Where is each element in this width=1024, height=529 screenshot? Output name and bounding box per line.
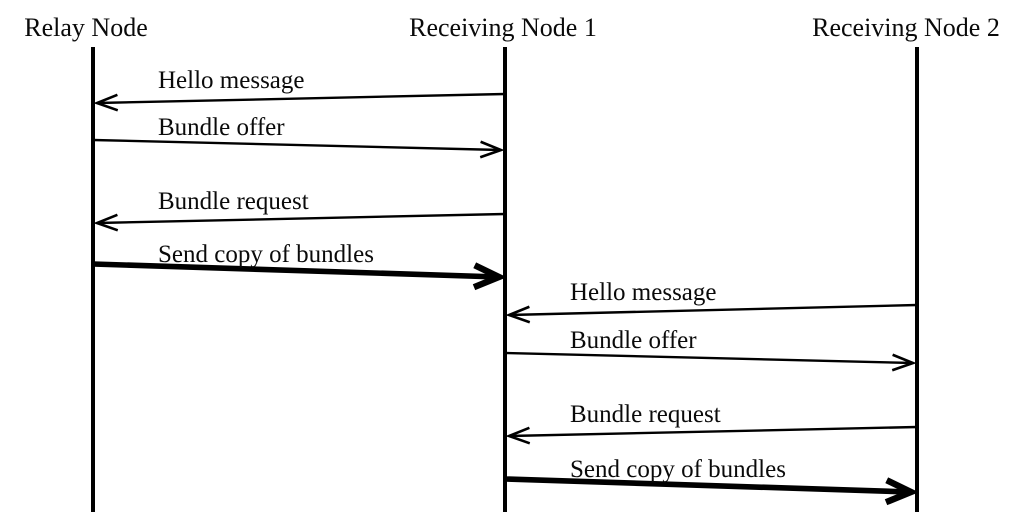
arrowhead-icon bbox=[505, 305, 531, 324]
message-line bbox=[96, 92, 506, 105]
message-line bbox=[92, 261, 500, 280]
message-label: Hello message bbox=[570, 279, 716, 306]
arrowhead-icon bbox=[93, 93, 119, 112]
arrowhead-icon bbox=[93, 213, 119, 232]
arrowhead-icon bbox=[479, 140, 505, 159]
arrowhead-icon bbox=[884, 477, 919, 506]
message-arrow-3 bbox=[92, 261, 507, 291]
lifeline-title-relay: Relay Node bbox=[24, 13, 147, 42]
message-label: Send copy of bundles bbox=[158, 241, 374, 268]
arrowhead-icon bbox=[472, 262, 507, 291]
lifeline-lines-group bbox=[91, 47, 919, 512]
lifeline-titles-group: Relay Node Receiving Node 1 Receiving Node… bbox=[24, 13, 1000, 42]
message-arrow-6 bbox=[505, 425, 918, 445]
message-label: Bundle offer bbox=[570, 327, 697, 354]
message-label: Bundle request bbox=[158, 188, 309, 215]
message-arrows-group bbox=[92, 92, 919, 506]
message-arrow-0 bbox=[93, 92, 506, 112]
message-arrow-5 bbox=[504, 351, 917, 372]
message-line bbox=[508, 425, 918, 438]
message-arrow-1 bbox=[92, 138, 505, 159]
message-label: Bundle request bbox=[570, 401, 721, 428]
lifeline-title-recv1: Receiving Node 1 bbox=[409, 13, 597, 42]
message-line bbox=[92, 138, 502, 152]
message-label: Bundle offer bbox=[158, 114, 285, 141]
arrowhead-icon bbox=[505, 426, 531, 445]
message-line bbox=[96, 212, 506, 225]
message-line bbox=[504, 476, 912, 495]
message-line bbox=[508, 303, 918, 317]
message-line bbox=[504, 351, 914, 365]
message-label: Hello message bbox=[158, 67, 304, 94]
message-arrow-7 bbox=[504, 476, 919, 506]
message-arrow-4 bbox=[505, 303, 918, 324]
arrowhead-icon bbox=[891, 353, 917, 372]
lifeline-title-recv2: Receiving Node 2 bbox=[812, 13, 1000, 42]
message-label: Send copy of bundles bbox=[570, 456, 786, 483]
message-arrow-2 bbox=[93, 212, 506, 232]
